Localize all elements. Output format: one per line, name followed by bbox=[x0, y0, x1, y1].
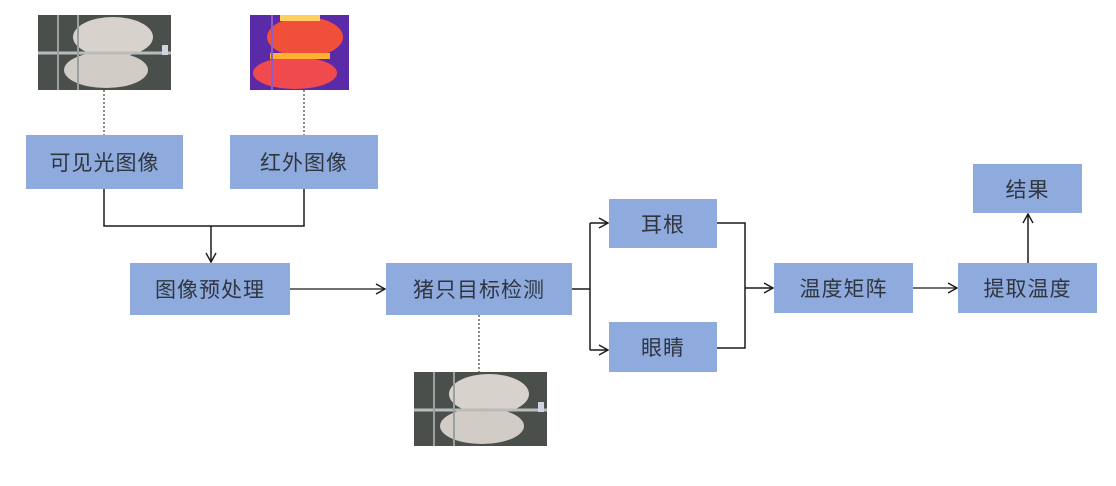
node-infrared-image: 红外图像 bbox=[230, 135, 378, 189]
node-temp-matrix: 温度矩阵 bbox=[774, 263, 913, 313]
node-visible-image: 可见光图像 bbox=[26, 135, 183, 189]
infrared-photo-graphic bbox=[250, 15, 349, 90]
detection-photo-graphic bbox=[414, 372, 547, 446]
merge-connector bbox=[103, 189, 305, 227]
infrared-photo bbox=[250, 15, 349, 90]
node-ear-root: 耳根 bbox=[609, 199, 717, 248]
node-result: 结果 bbox=[973, 164, 1082, 213]
join-connector bbox=[717, 222, 746, 349]
node-pig-detection: 猪只目标检测 bbox=[386, 263, 572, 315]
detection-photo bbox=[414, 372, 547, 446]
node-preprocess: 图像预处理 bbox=[130, 263, 290, 315]
visible-photo-graphic bbox=[38, 15, 171, 90]
visible-light-photo bbox=[38, 15, 171, 90]
node-extract-temp: 提取温度 bbox=[958, 263, 1097, 313]
node-eyes: 眼睛 bbox=[609, 322, 717, 372]
